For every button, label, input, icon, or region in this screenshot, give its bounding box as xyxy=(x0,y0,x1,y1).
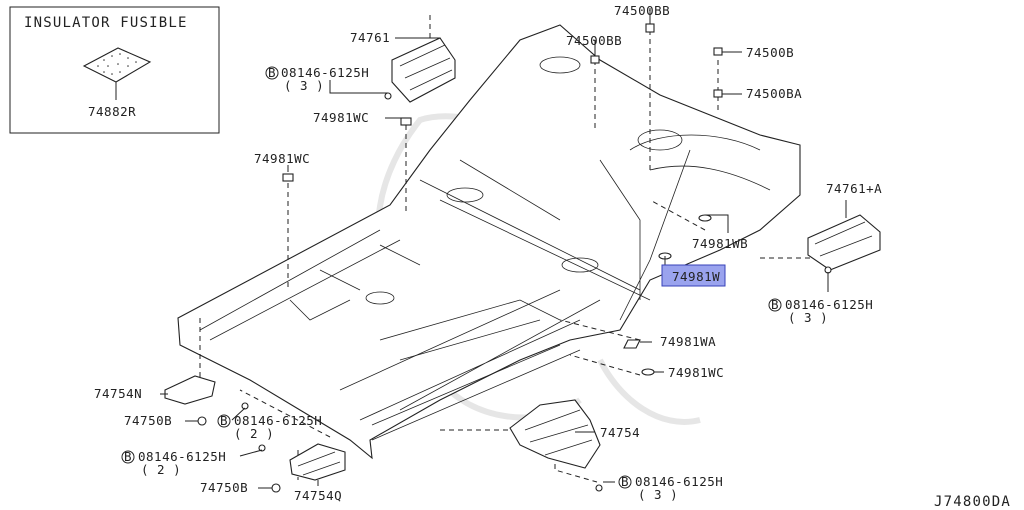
label-74761[interactable]: 74761 xyxy=(350,30,390,45)
label-bolt-bottom-qty: ( 3 ) xyxy=(638,487,678,502)
label-74981wb[interactable]: 74981WB xyxy=(692,236,748,251)
b-marker-2: B xyxy=(771,297,779,312)
floor-pan xyxy=(177,24,801,460)
label-74754n[interactable]: 74754N xyxy=(94,386,142,401)
label-bolt-mid-left-qty: ( 2 ) xyxy=(234,426,274,441)
insulator-74761a xyxy=(807,214,881,271)
label-74981wc-a[interactable]: 74981WC xyxy=(313,110,369,125)
solid-leaders xyxy=(160,8,847,489)
label-74750b-a[interactable]: 74750B xyxy=(124,413,172,428)
label-74761a[interactable]: 74761+A xyxy=(826,181,882,196)
insulator-74754q xyxy=(289,443,346,481)
label-74981w[interactable]: 74981W xyxy=(672,269,720,284)
label-74750b-b[interactable]: 74750B xyxy=(200,480,248,495)
insulator-74754n xyxy=(164,375,216,405)
inset-title: INSULATOR FUSIBLE xyxy=(24,15,188,31)
b-marker-5: B xyxy=(621,474,629,489)
insulator-74761 xyxy=(391,37,456,103)
insulator-74754 xyxy=(509,399,601,469)
part-labels: 74761 74500BB 74500BB 74500B 74500BA 081… xyxy=(94,3,1011,510)
label-74500bb-top[interactable]: 74500BB xyxy=(614,3,670,18)
label-74754[interactable]: 74754 xyxy=(600,425,640,440)
fastener-symbols xyxy=(197,23,832,493)
insulator-pad-shape xyxy=(82,47,152,83)
highlighted-part-box[interactable] xyxy=(661,264,726,287)
diagram-code: J74800DA xyxy=(934,494,1011,510)
label-74981wa[interactable]: 74981WA xyxy=(660,334,716,349)
label-bolt-mid-left[interactable]: 08146-6125H xyxy=(234,413,322,428)
label-74981wc-c[interactable]: 74981WC xyxy=(668,365,724,380)
label-bolt-bottom-left-qty: ( 2 ) xyxy=(141,462,181,477)
b-marker-4: B xyxy=(124,449,132,464)
b-marker-3: B xyxy=(220,413,228,428)
inset-part-number: 74882R xyxy=(88,104,136,119)
label-bolt-right[interactable]: 08146-6125H xyxy=(785,297,873,312)
label-bolt-bottom[interactable]: 08146-6125H xyxy=(635,474,723,489)
label-bolt-right-qty: ( 3 ) xyxy=(788,310,828,325)
insulator-pad-dots xyxy=(97,53,137,75)
b-markers: B B B B B xyxy=(121,65,782,489)
b-marker-1: B xyxy=(268,65,276,80)
label-bolt-bottom-left[interactable]: 08146-6125H xyxy=(138,449,226,464)
label-74500b[interactable]: 74500B xyxy=(746,45,794,60)
label-74500ba[interactable]: 74500BA xyxy=(746,86,802,101)
label-74500bb-mid[interactable]: 74500BB xyxy=(566,33,622,48)
label-bolt-top-left-qty: ( 3 ) xyxy=(284,78,324,93)
label-74981wc-b[interactable]: 74981WC xyxy=(254,151,310,166)
label-74754q[interactable]: 74754Q xyxy=(294,488,342,503)
label-bolt-top-left[interactable]: 08146-6125H xyxy=(281,65,369,80)
inset-panel: INSULATOR FUSIBLE 74882R xyxy=(9,6,220,134)
